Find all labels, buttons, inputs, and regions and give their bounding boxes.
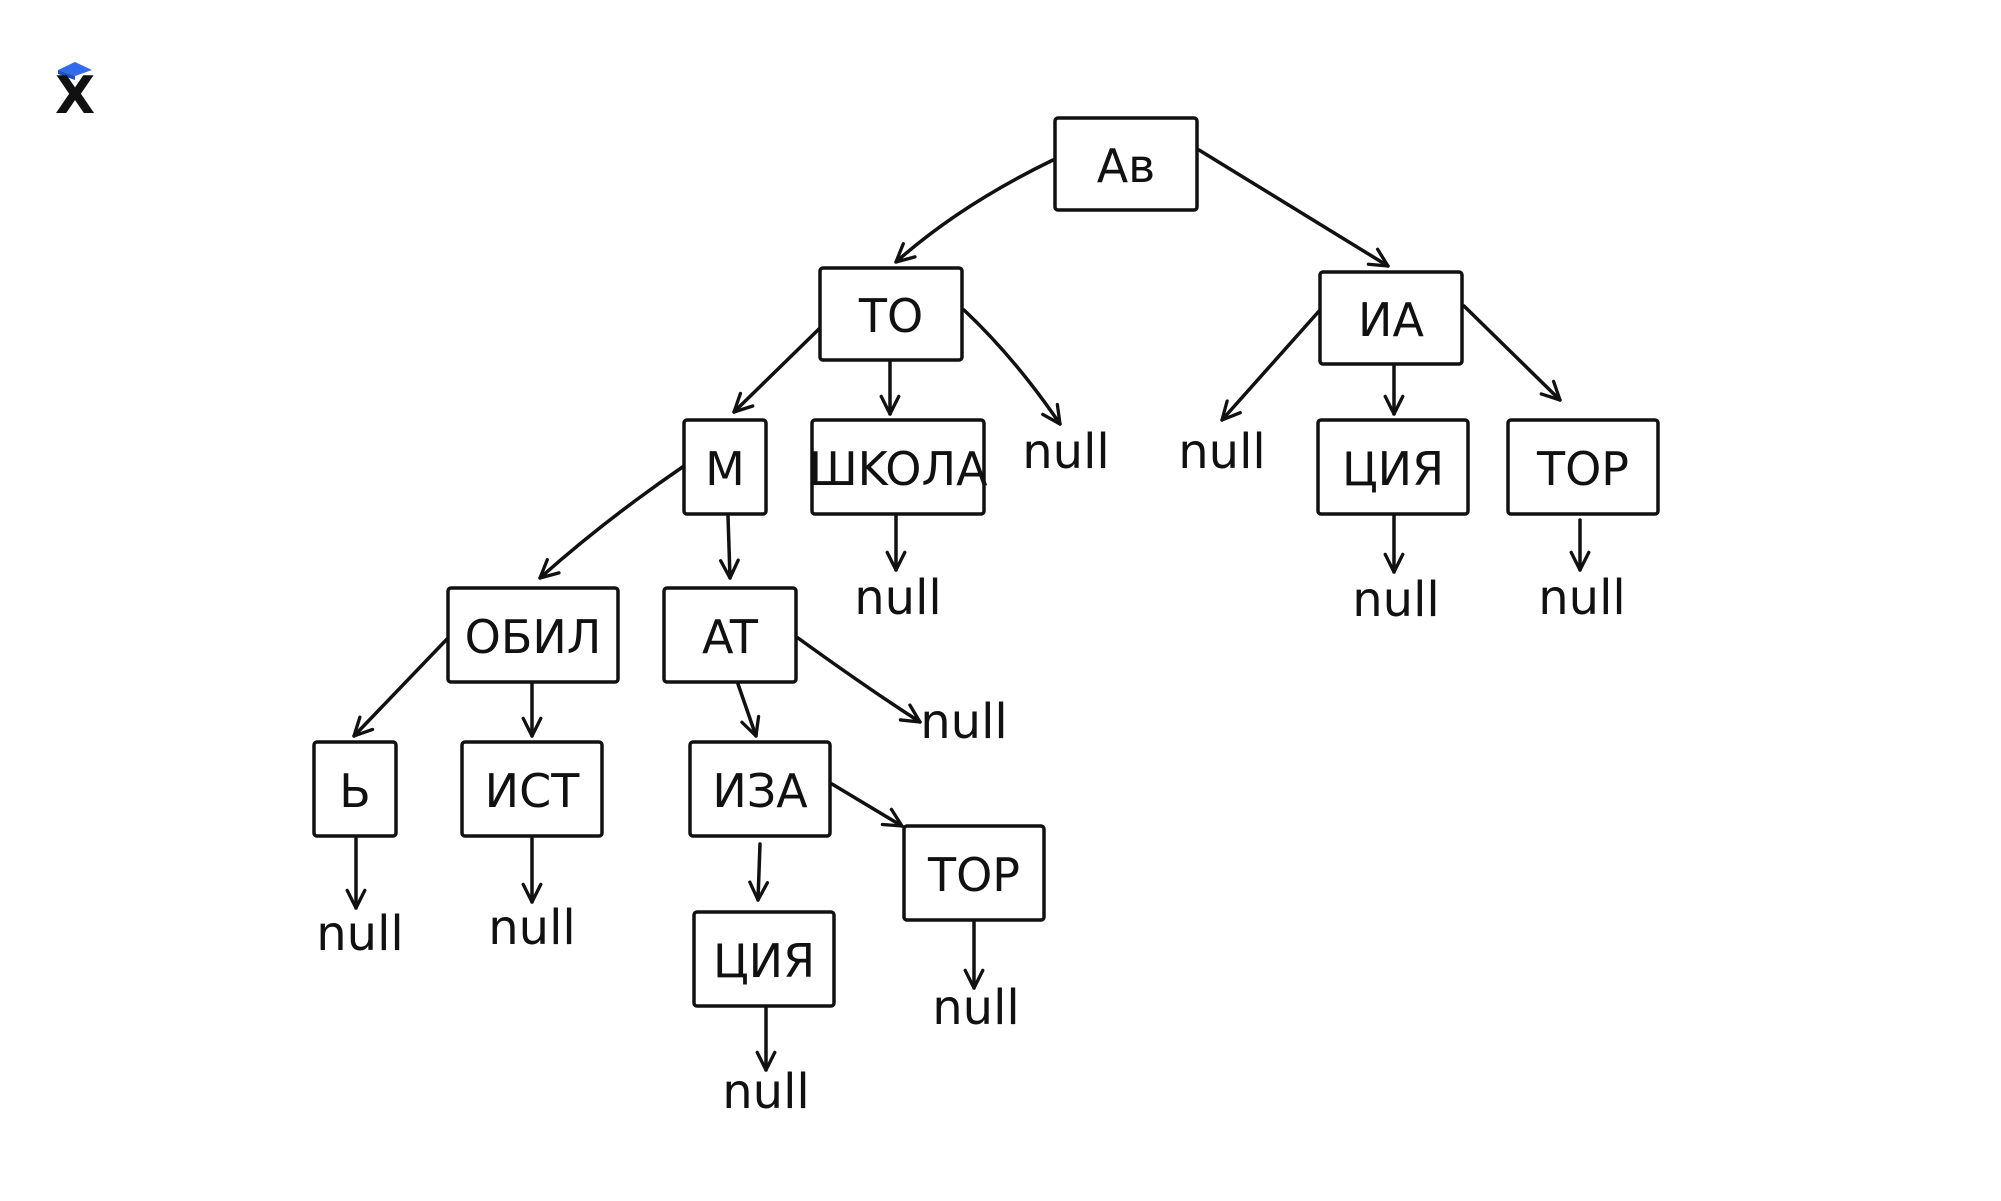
node-label: ЦИЯ [1342,442,1444,496]
tree-node-tor2: TOP [902,824,1046,922]
edge-obil-to-soft [352,636,450,738]
node-box [692,910,836,1008]
node-label: Aв [1097,139,1156,193]
tree-node-tsiya2: ЦИЯ [692,910,836,1008]
node-label: TO [858,289,923,343]
tree-node-obil: OБИЛ [446,586,620,684]
edge-at-to-iza [736,682,761,738]
tree-node-shkola: ШKOЛA [808,418,988,516]
tree-node-tsiya1: ЦИЯ [1316,418,1470,516]
node-label: TOP [927,848,1020,902]
edge-av-to-to [894,158,1055,264]
edge-ia-to-null [1220,308,1322,422]
null-leaf-shkola: null [854,570,942,626]
node-label: ЦИЯ [713,934,815,988]
null-leaf-tsiya2: null [722,1064,810,1120]
tree-node-ia: ИA [1318,270,1464,366]
node-label: Ь [339,764,371,818]
logo-cap-shade [58,70,75,80]
node-box [1053,116,1199,212]
node-label: AT [702,610,759,664]
node-box [688,740,832,838]
edge-m-to-obil [538,464,686,580]
edge-m-to-at [718,514,740,580]
node-box [662,586,798,684]
node-label: ШKOЛA [808,442,988,496]
logo-cap-shape [58,62,92,76]
null-leaf-soft: null [316,906,404,962]
tree-node-m: M [682,418,768,516]
tree-node-at: AT [662,586,798,684]
node-box [446,586,620,684]
node-label: ИСТ [485,764,581,818]
edge-ia-to-tor1 [1462,304,1562,402]
node-box [682,418,768,516]
edge-iza-to-tsiya2 [748,842,770,902]
node-box [818,266,964,362]
node-box [460,740,604,838]
null-leaf-at: null [920,694,1008,750]
logo: X [52,60,98,124]
node-box [1316,418,1470,516]
node-label: OБИЛ [465,610,602,664]
tree-node-soft: Ь [312,740,398,838]
node-label: ИЗA [712,764,808,818]
tree-node-tor1: TOP [1506,418,1660,516]
node-label: TOP [1536,442,1629,496]
null-leaf-ist: null [488,900,576,956]
logo-letter: X [54,66,96,126]
node-box [810,418,986,516]
tree-node-iza: ИЗA [688,740,832,838]
tree-node-ist: ИСТ [460,740,604,838]
logo-icon [58,62,92,80]
null-leaf-tor1: null [1538,570,1626,626]
null-leaf-tsiya1: null [1352,572,1440,628]
edge-to-to-null [962,308,1062,426]
node-box [1318,270,1464,366]
node-label: ИA [1358,293,1424,347]
null-layer: null null null null null null null null null null [316,424,1626,1120]
null-leaf-to: null [1022,424,1110,480]
edge-av-to-ia [1197,148,1390,268]
edges-layer [345,148,1591,1072]
node-box [312,740,398,838]
node-box [902,824,1046,922]
edge-to-to-m [732,326,822,414]
edge-iza-to-tor2 [830,782,904,828]
tree-node-to: TO [818,266,964,362]
node-label: M [705,442,745,496]
tree-node-av: Aв [1053,116,1199,212]
null-leaf-ia: null [1178,424,1266,480]
node-box [1506,418,1660,516]
edge-at-to-null [796,636,922,724]
null-leaf-tor2: null [932,980,1020,1036]
